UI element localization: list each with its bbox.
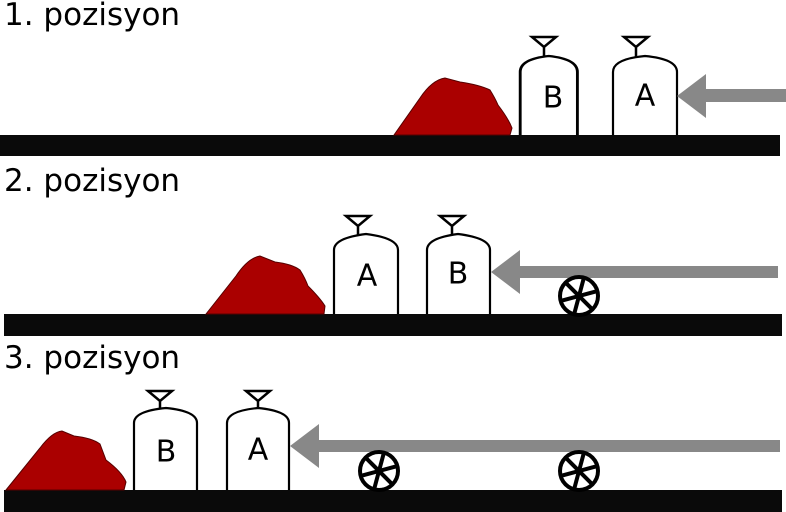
panel-3: B A	[4, 389, 782, 512]
wheel-icon	[558, 450, 600, 492]
bag-B-3	[132, 389, 199, 490]
wheel-icon	[358, 450, 400, 492]
panel-3-title: 3. pozisyon	[4, 340, 181, 376]
panel-1-title: 1. pozisyon	[4, 0, 181, 33]
panel-2: A B	[4, 214, 782, 336]
panel-1: B A	[0, 35, 786, 156]
ground-3	[4, 490, 782, 512]
rock-3	[4, 430, 127, 491]
bag-label-3b: A	[248, 433, 269, 468]
bag-label-1b: A	[635, 79, 656, 114]
arrow-1	[677, 74, 786, 118]
wheel-icon	[558, 275, 600, 317]
bag-A-2	[332, 214, 400, 314]
bag-label-2a: A	[357, 259, 378, 294]
bag-B-2	[425, 214, 492, 314]
rock-2	[204, 255, 326, 315]
ground-2	[4, 314, 782, 336]
arrow-3	[290, 424, 780, 468]
bag-label-3a: B	[156, 435, 177, 470]
ground-1	[0, 135, 780, 156]
bag-A	[611, 35, 679, 135]
bag-B	[518, 35, 579, 135]
bag-label-2b: B	[448, 257, 469, 292]
panel-2-title: 2. pozisyon	[4, 163, 181, 199]
arrow-2	[491, 250, 778, 294]
rock-1	[393, 77, 513, 136]
bag-A-3	[225, 389, 291, 490]
bag-label-1a: B	[543, 81, 564, 116]
